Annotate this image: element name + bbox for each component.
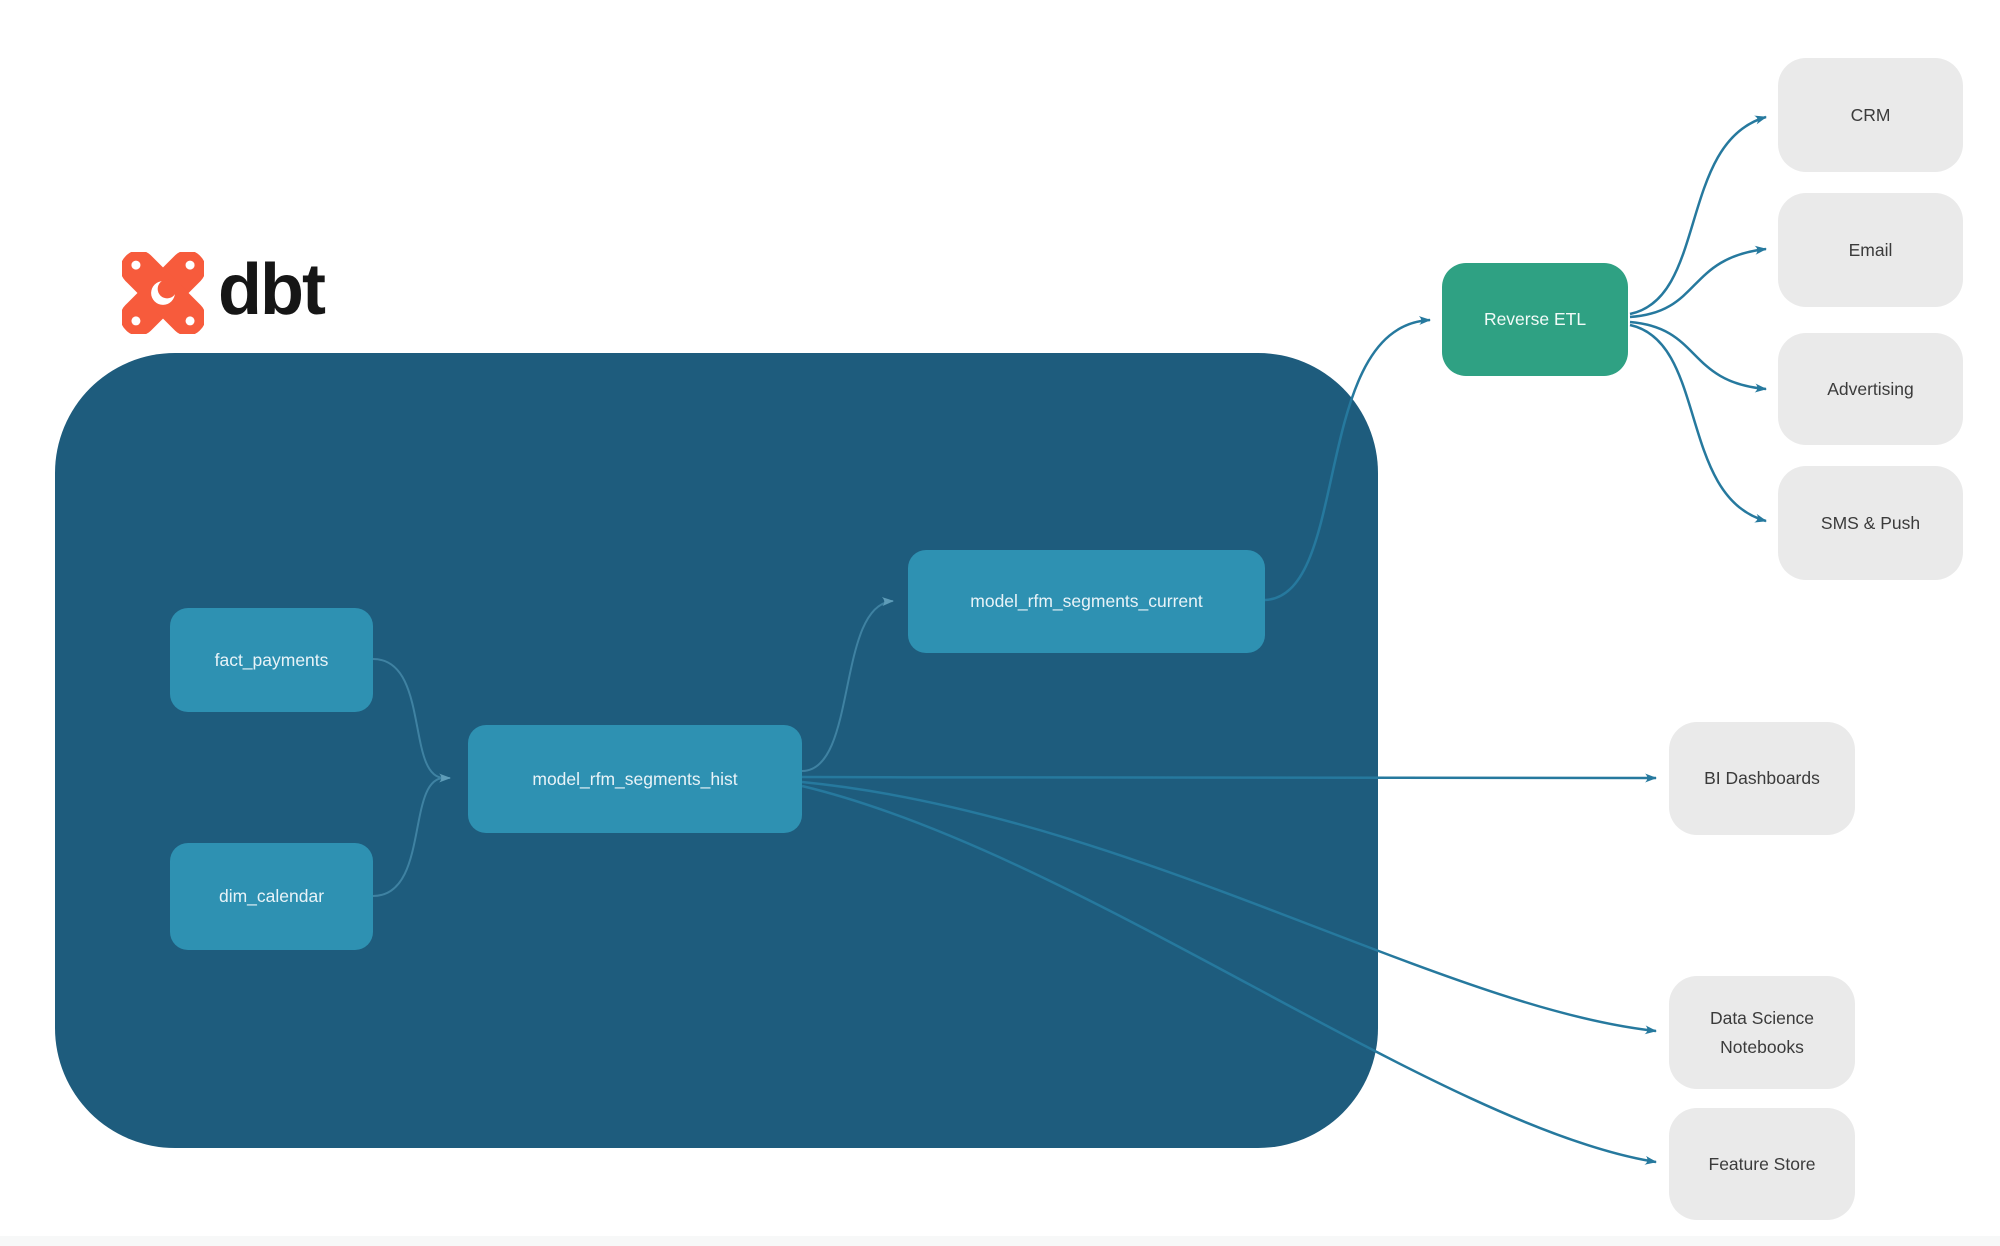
node-reverse-etl: Reverse ETL — [1442, 263, 1628, 376]
node-label: model_rfm_segments_current — [970, 591, 1203, 612]
node-label: SMS & Push — [1820, 512, 1921, 533]
edge-reverse-etl-to-email — [1629, 245, 1767, 319]
node-label: BI Dashboards — [1704, 768, 1820, 789]
node-model-rfm-segments-current: model_rfm_segments_current — [908, 550, 1265, 653]
dbt-wordmark: dbt — [218, 250, 326, 330]
edge-reverse-etl-to-crm — [1629, 115, 1767, 316]
node-label: CRM — [1850, 104, 1891, 125]
node-model-rfm-segments-hist: model_rfm_segments_hist — [468, 725, 802, 833]
dbt-logo: dbt — [122, 250, 326, 334]
node-label: fact_payments — [214, 649, 329, 670]
node-fact-payments: fact_payments — [170, 608, 373, 712]
node-label: Advertising — [1827, 378, 1914, 399]
node-label: Feature Store — [1708, 1153, 1816, 1174]
page-bottom-strip — [0, 1236, 2000, 1246]
node-crm: CRM — [1778, 58, 1963, 172]
node-label: model_rfm_segments_hist — [532, 768, 738, 789]
node-feature-store: Feature Store — [1669, 1108, 1855, 1220]
edge-reverse-etl-to-sms-push — [1629, 323, 1767, 523]
node-label: dim_calendar — [218, 886, 325, 907]
node-label: Email — [1848, 239, 1893, 260]
node-dim-calendar: dim_calendar — [170, 843, 373, 950]
node-label: Reverse ETL — [1483, 309, 1587, 330]
dbt-logo-icon — [122, 252, 204, 334]
node-email: Email — [1778, 193, 1963, 307]
node-advertising: Advertising — [1778, 333, 1963, 445]
edge-reverse-etl-to-advertising — [1629, 320, 1767, 393]
node-label: Data Science Notebooks — [1709, 1007, 1815, 1057]
node-bi-dashboards: BI Dashboards — [1669, 722, 1855, 835]
node-data-science-notebooks: Data Science Notebooks — [1669, 976, 1855, 1089]
node-sms-push: SMS & Push — [1778, 466, 1963, 580]
